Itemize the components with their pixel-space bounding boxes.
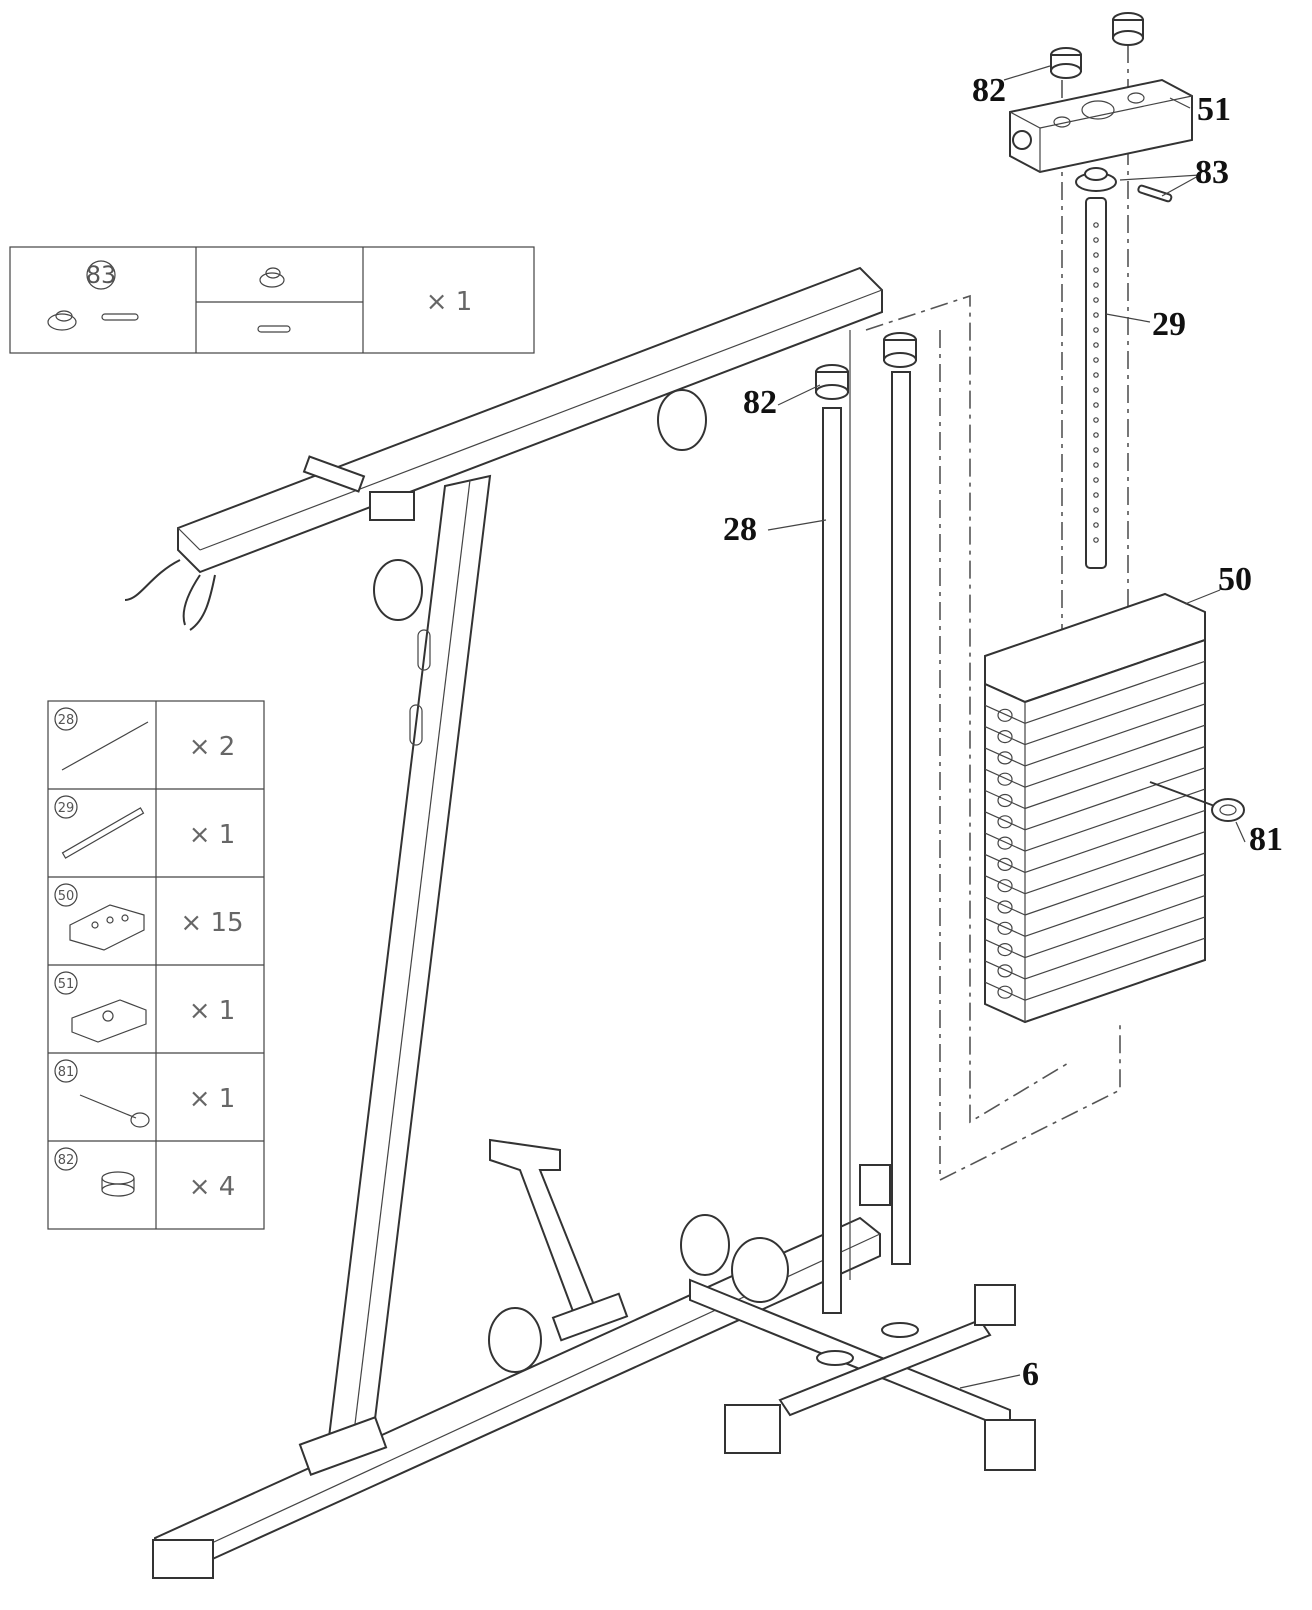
pin-icon <box>101 313 291 333</box>
row-29-rod-icon <box>54 795 145 859</box>
parts-list-table: 28 29 50 51 81 82 × 2 × 1 × 15 × 1 × 1 ×… <box>47 700 265 1230</box>
callout-83: 83 <box>1195 154 1229 191</box>
row-28-number: 28 <box>58 713 75 728</box>
gym-frame-drawing <box>124 12 1245 1579</box>
row-50-qty: × 15 <box>180 908 243 938</box>
row-81-qty: × 1 <box>189 1084 236 1114</box>
legend-83-number: 83 <box>86 261 117 289</box>
weight-plate-lines <box>984 660 1206 1001</box>
callout-51: 51 <box>1197 91 1231 128</box>
row-82-number: 82 <box>58 1153 75 1168</box>
row-81-pin-icon <box>54 1059 150 1128</box>
callout-labels: 82 51 83 29 82 28 50 81 6 <box>723 72 1283 1393</box>
row-28-rod-icon <box>54 707 149 771</box>
row-50-weight-plate-icon <box>54 883 145 951</box>
row-51-number: 51 <box>58 977 75 992</box>
callout-50: 50 <box>1218 561 1252 598</box>
row-51-top-plate-icon <box>54 971 147 1043</box>
row-29-number: 29 <box>58 801 75 816</box>
row-28-qty: × 2 <box>189 732 236 762</box>
callout-6: 6 <box>1022 1356 1039 1393</box>
row-29-qty: × 1 <box>189 820 236 850</box>
row-51-qty: × 1 <box>189 996 236 1026</box>
callout-82-rod: 82 <box>743 384 777 421</box>
flange-bushing-icon <box>47 267 285 331</box>
callout-29: 29 <box>1152 306 1186 343</box>
leader-lines <box>767 65 1246 1389</box>
callout-28: 28 <box>723 511 757 548</box>
callout-82-top: 82 <box>972 72 1006 109</box>
selector-rod-holes <box>1093 222 1099 543</box>
legend-83-qty: × 1 <box>426 287 473 317</box>
row-82-qty: × 4 <box>189 1172 236 1202</box>
row-81-number: 81 <box>58 1065 75 1080</box>
legend-83-box: 83 × 1 <box>9 246 535 354</box>
row-50-number: 50 <box>58 889 75 904</box>
callout-81: 81 <box>1249 821 1283 858</box>
row-82-spacer-icon <box>54 1147 135 1197</box>
